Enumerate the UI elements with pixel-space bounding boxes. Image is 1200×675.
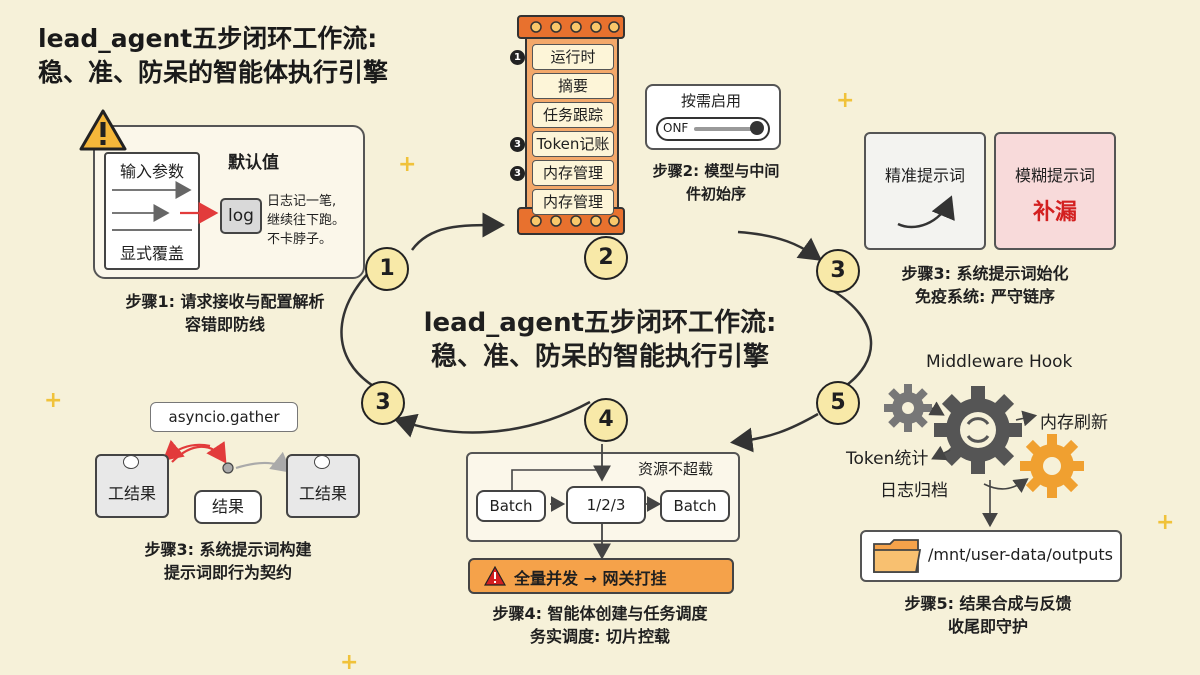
log-note-line1: 日志记一笔,	[267, 194, 337, 209]
batch-right-box: Batch	[660, 490, 730, 522]
gears-icon	[884, 384, 1084, 528]
batch-left-box: Batch	[476, 490, 546, 522]
large-gear-icon	[934, 386, 1022, 474]
step5-caption-line2: 收尾即守护	[947, 617, 1028, 636]
toggle-track	[694, 127, 752, 131]
folder-icon	[873, 539, 922, 573]
warning-icon	[79, 109, 127, 151]
arrow-2-to-3	[737, 230, 823, 261]
step5-caption: 步骤5: 结果合成与反馈 收尾即守护	[870, 592, 1106, 638]
step2-caption-line1: 步骤2: 模型与中间	[652, 162, 780, 180]
step1-caption-line2: 容错即防线	[184, 315, 265, 334]
tower-item-summary: 摘要	[532, 73, 614, 99]
output-path-label: /mnt/user-data/outputs	[928, 545, 1113, 564]
log-box: log	[220, 198, 262, 234]
tower-item-runtime: 运行时	[532, 44, 614, 70]
tower-item-memory-management-2: 内存管理	[532, 189, 614, 215]
page-title-line1: lead_agent五步闭环工作流:	[38, 24, 378, 53]
sparkle-icon: +	[1156, 510, 1175, 535]
arrow-1-to-2	[410, 212, 505, 251]
step1-caption: 步骤1: 请求接收与配置解析 容错即防线	[86, 290, 364, 336]
log-note: 日志记一笔, 继续往下跑。 不卡脖子。	[267, 192, 345, 249]
slices-box: 1/2/3	[566, 486, 646, 524]
step3-build-caption-line1: 步骤3: 系统提示词构建	[144, 540, 312, 559]
middleware-hook-title: Middleware Hook	[926, 352, 1073, 372]
arrow-4-to-3	[393, 400, 591, 438]
tower-badge-token-accounting: 3	[510, 137, 525, 152]
fuzzy-prompt-label: 模糊提示词	[1014, 166, 1095, 185]
tower-badge-runtime: 1	[510, 50, 525, 65]
step3-build-number-badge: 3	[361, 381, 405, 425]
left-result-label: 工结果	[107, 484, 156, 503]
right-result-label: 工结果	[298, 484, 347, 503]
center-title-line1: lead_agent五步闭环工作流:	[423, 308, 777, 338]
step2-caption: 步骤2: 模型与中间 件初始序	[630, 160, 802, 206]
ring-right-arc	[831, 288, 873, 392]
step3-build-caption: 步骤3: 系统提示词构建 提示词即行为契约	[100, 538, 356, 584]
warning-triangle-icon	[484, 566, 506, 586]
page-title: lead_agent五步闭环工作流: 稳、准、防呆的智能体执行引擎	[38, 22, 388, 90]
left-result-file: 工结果	[95, 454, 169, 518]
left-file-tab	[123, 455, 139, 469]
token-stats-label: Token统计	[846, 449, 929, 469]
small-gear-icon	[884, 384, 932, 432]
log-note-line2: 继续往下跑。	[267, 213, 346, 228]
step4-caption-line2: 务实调度: 切片控载	[530, 627, 670, 646]
right-file-tab	[314, 455, 330, 469]
tower-badge-memory-management: 3	[510, 166, 525, 181]
step2-caption-line2: 件初始序	[685, 185, 746, 203]
toggle-state-label: ONF	[663, 121, 689, 135]
param-flow-arrows	[112, 181, 219, 231]
precise-prompt-label: 精准提示词	[884, 166, 965, 185]
memory-refresh-label: 内存刷新	[1040, 413, 1108, 433]
right-result-file: 工结果	[286, 454, 360, 518]
input-params-label: 输入参数	[119, 162, 184, 181]
middle-result-box: 结果	[194, 490, 262, 524]
sparkle-icon: +	[398, 152, 417, 177]
step3-prompt-caption-line2: 免疫系统: 严守链序	[915, 287, 1055, 306]
fuzzy-prompt-card: 模糊提示词 补漏	[994, 132, 1116, 250]
center-title: lead_agent五步闭环工作流: 稳、准、防呆的智能执行引擎	[300, 306, 900, 374]
asyncio-gather-tag: asyncio.gather	[150, 402, 298, 432]
gather-flow	[162, 439, 292, 474]
sparkle-icon: +	[340, 650, 359, 675]
resource-limit-label: 资源不超载	[638, 460, 714, 478]
step3-number-badge: 3	[816, 249, 860, 293]
tower-item-memory-management: 内存管理	[532, 160, 614, 186]
step4-caption-line1: 步骤4: 智能体创建与任务调度	[492, 604, 708, 623]
log-note-line3: 不卡脖子。	[267, 232, 333, 247]
step3-build-caption-line2: 提示词即行为契约	[163, 563, 292, 582]
curve-arrow-icon	[897, 195, 955, 229]
toggle-knob	[750, 121, 764, 135]
sparkle-icon: +	[836, 88, 855, 113]
gateway-warning-text: 全量并发 → 网关打挂	[514, 569, 667, 588]
step5-caption-line1: 步骤5: 结果合成与反馈	[904, 594, 1072, 613]
default-value-label: 默认值	[228, 153, 279, 173]
center-title-line2: 稳、准、防呆的智能执行引擎	[430, 342, 769, 372]
enable-toggle[interactable]: ONF	[656, 117, 770, 141]
sparkle-icon: +	[44, 388, 63, 413]
step5-number-badge: 5	[816, 381, 860, 425]
precise-prompt-card: 精准提示词	[864, 132, 986, 250]
step1-caption-line1: 步骤1: 请求接收与配置解析	[125, 292, 325, 311]
gateway-warning-banner: 全量并发 → 网关打挂	[468, 558, 734, 594]
tower-item-token-accounting: Token记账	[532, 131, 614, 157]
step1-number-badge: 1	[365, 247, 409, 291]
step3-prompt-caption: 步骤3: 系统提示词始化 免疫系统: 严守链序	[866, 262, 1104, 308]
step4-number-badge: 4	[584, 398, 628, 442]
batch-flow	[511, 444, 662, 560]
on-demand-label: 按需启用	[680, 92, 741, 110]
patch-label: 补漏	[1032, 200, 1077, 225]
orange-gear-icon	[1020, 434, 1084, 498]
step2-number-badge: 2	[584, 236, 628, 280]
page-title-line2: 稳、准、防呆的智能体执行引擎	[38, 58, 389, 87]
output-path-box: /mnt/user-data/outputs	[860, 530, 1122, 582]
log-archive-label: 日志归档	[880, 481, 948, 501]
step4-caption: 步骤4: 智能体创建与任务调度 务实调度: 切片控载	[460, 602, 740, 648]
tower-item-task-tracking: 任务跟踪	[532, 102, 614, 128]
arrow-5-to-4	[730, 412, 819, 453]
step3-prompt-caption-line1: 步骤3: 系统提示词始化	[901, 264, 1069, 283]
explicit-override-label: 显式覆盖	[119, 244, 184, 263]
